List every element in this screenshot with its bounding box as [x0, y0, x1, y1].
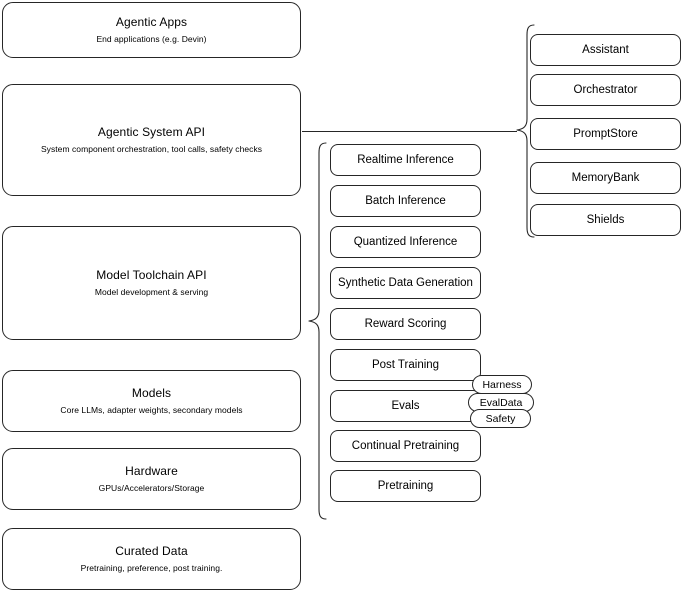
layer-title: Curated Data	[115, 544, 188, 559]
layer-subtitle: Core LLMs, adapter weights, secondary mo…	[60, 405, 243, 416]
layer-title: Model Toolchain API	[96, 268, 207, 283]
layer-box-hardware[interactable]: Hardware GPUs/Accelerators/Storage	[2, 448, 301, 510]
capability-box-realtime-inference[interactable]: Realtime Inference	[330, 144, 481, 176]
layer-box-curated-data[interactable]: Curated Data Pretraining, preference, po…	[2, 528, 301, 590]
layer-subtitle: Model development & serving	[94, 287, 209, 298]
layer-title: Hardware	[125, 464, 178, 479]
eval-badge-label: EvalData	[479, 396, 523, 409]
layer-subtitle: End applications (e.g. Devin)	[96, 34, 207, 45]
component-label: PromptStore	[573, 127, 638, 140]
component-box-orchestrator[interactable]: Orchestrator	[530, 74, 681, 106]
capability-label: Evals	[391, 399, 420, 412]
capability-box-synthetic-data-generation[interactable]: Synthetic Data Generation	[330, 267, 481, 299]
component-label: Assistant	[582, 43, 629, 56]
layer-subtitle: Pretraining, preference, post training.	[80, 563, 223, 574]
eval-badge-safety[interactable]: Safety	[470, 409, 531, 428]
component-box-promptstore[interactable]: PromptStore	[530, 118, 681, 150]
capability-box-post-training[interactable]: Post Training	[330, 349, 481, 381]
capability-box-evals[interactable]: Evals	[330, 390, 481, 422]
layer-title: Models	[131, 386, 172, 401]
brace-path	[516, 24, 535, 238]
capability-box-batch-inference[interactable]: Batch Inference	[330, 185, 481, 217]
layer-box-agentic-system-api[interactable]: Agentic System API System component orch…	[2, 84, 301, 196]
layer-box-agentic-apps[interactable]: Agentic Apps End applications (e.g. Devi…	[2, 2, 301, 58]
capability-label: Continual Pretraining	[351, 439, 460, 452]
component-label: Shields	[586, 213, 625, 226]
capability-label: Pretraining	[377, 479, 434, 492]
layer-title: Agentic System API	[97, 125, 206, 140]
capability-box-continual-pretraining[interactable]: Continual Pretraining	[330, 430, 481, 462]
component-box-memorybank[interactable]: MemoryBank	[530, 162, 681, 194]
connector-line-system-api	[302, 131, 517, 132]
capability-label: Realtime Inference	[357, 153, 454, 166]
eval-badge-evaldata[interactable]: EvalData	[468, 393, 534, 412]
layer-subtitle: GPUs/Accelerators/Storage	[98, 483, 205, 494]
brace-toolchain	[308, 142, 327, 520]
brace-system-components	[516, 24, 535, 238]
capability-label: Synthetic Data Generation	[338, 276, 473, 289]
eval-badge-label: Safety	[485, 412, 516, 425]
eval-badge-harness[interactable]: Harness	[472, 375, 532, 394]
capability-label: Post Training	[371, 358, 440, 371]
capability-box-quantized-inference[interactable]: Quantized Inference	[330, 226, 481, 258]
capability-box-pretraining[interactable]: Pretraining	[330, 470, 481, 502]
component-box-shields[interactable]: Shields	[530, 204, 681, 236]
capability-label: Reward Scoring	[364, 317, 447, 330]
capability-label: Quantized Inference	[353, 235, 458, 248]
layer-box-models[interactable]: Models Core LLMs, adapter weights, secon…	[2, 370, 301, 432]
eval-badge-label: Harness	[482, 378, 522, 391]
capability-label: Batch Inference	[365, 194, 446, 207]
layer-box-model-toolchain-api[interactable]: Model Toolchain API Model development & …	[2, 226, 301, 340]
component-box-assistant[interactable]: Assistant	[530, 34, 681, 66]
component-label: Orchestrator	[573, 83, 638, 96]
component-label: MemoryBank	[571, 171, 640, 184]
layer-title: Agentic Apps	[115, 15, 188, 30]
layer-subtitle: System component orchestration, tool cal…	[40, 144, 263, 155]
brace-path	[308, 142, 327, 520]
capability-box-reward-scoring[interactable]: Reward Scoring	[330, 308, 481, 340]
